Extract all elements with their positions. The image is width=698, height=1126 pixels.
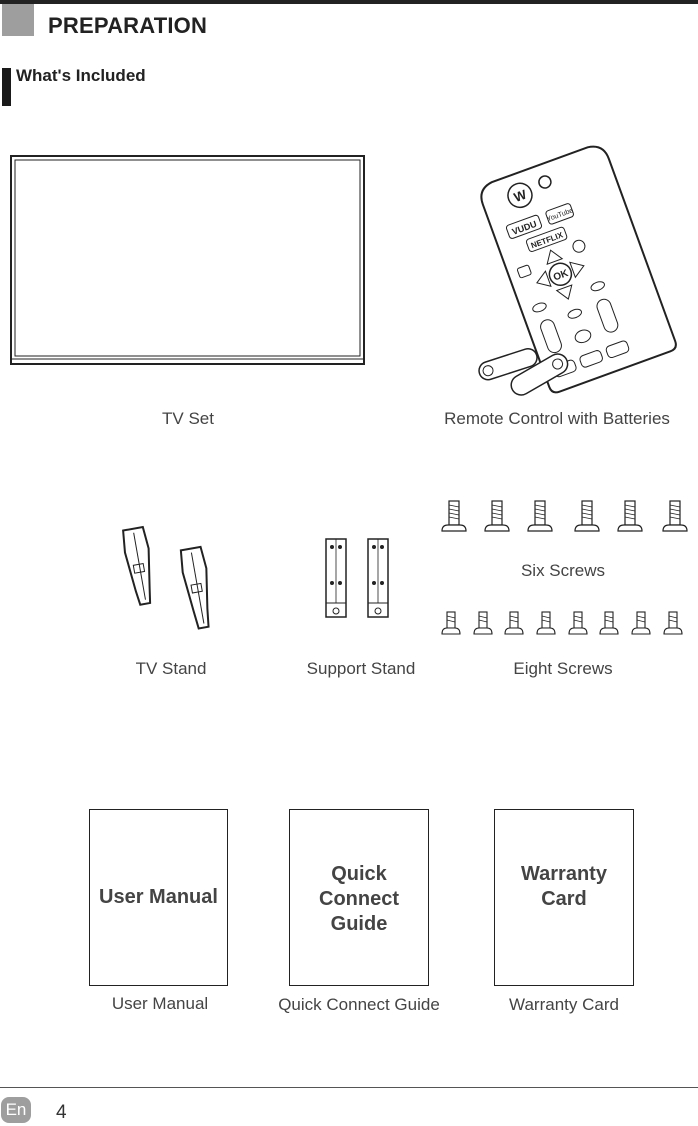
left-arrow-icon: [536, 270, 552, 287]
subsection-marker: [2, 68, 11, 106]
user-manual-booklet: User Manual: [89, 809, 228, 986]
subsection-title: What's Included: [16, 66, 146, 85]
tv-stand-illustration: [122, 525, 210, 630]
page-number: 4: [56, 1102, 67, 1123]
section-title: PREPARATION: [48, 13, 208, 38]
tv-set-illustration: [10, 155, 365, 365]
back-icon: [572, 239, 586, 253]
menu-icon: [516, 264, 532, 279]
screw-icon: [568, 611, 588, 635]
section-marker: [2, 4, 34, 36]
screw-icon: [504, 611, 524, 635]
screw-icon: [574, 500, 600, 532]
screw-icon: [599, 611, 619, 635]
volume-rocker-icon: [540, 319, 562, 354]
caption-warranty: Warranty Card: [509, 995, 619, 1014]
fast-forward-icon: [605, 340, 630, 359]
screw-icon: [536, 611, 556, 635]
up-arrow-icon: [546, 249, 564, 265]
ok-button: OK: [552, 268, 571, 284]
warranty-card-booklet: Warranty Card: [494, 809, 634, 986]
screw-icon: [473, 611, 493, 635]
down-arrow-icon: [555, 284, 573, 300]
language-badge: En: [1, 1097, 31, 1123]
remote-logo: W: [512, 186, 529, 205]
footer-rule: [0, 1087, 698, 1088]
screw-icon: [631, 611, 651, 635]
caption-quick-connect: Quick Connect Guide: [278, 995, 440, 1014]
caption-eight-screws: Eight Screws: [513, 659, 613, 678]
screw-icon: [441, 611, 461, 635]
remote-control-illustration: W VUDU YouTube NETFLIX OK: [478, 145, 677, 396]
quick-connect-cover-title: Quick Connect Guide: [319, 863, 399, 935]
right-arrow-icon: [569, 261, 585, 279]
screw-icon: [484, 500, 510, 532]
screw-icon: [617, 500, 643, 532]
six-screws-illustration: [441, 500, 688, 532]
support-stand-illustration: [325, 538, 389, 618]
screw-icon: [441, 500, 467, 532]
eight-screws-illustration: [441, 611, 683, 635]
caption-user-manual: User Manual: [111, 994, 209, 1013]
caption-support-stand: Support Stand: [306, 659, 416, 678]
w-logo-icon: [507, 182, 533, 209]
caption-tv-set: TV Set: [162, 409, 214, 428]
screw-icon: [663, 611, 683, 635]
user-manual-cover-title: User Manual: [99, 886, 218, 908]
channel-rocker-icon: [596, 298, 619, 333]
battery-icon: [478, 347, 538, 381]
caption-six-screws: Six Screws: [520, 561, 606, 580]
battery-icon: [510, 353, 569, 396]
top-rule: [0, 0, 698, 4]
power-icon: [538, 175, 552, 189]
screw-icon: [662, 500, 688, 532]
play-pause-icon: [579, 350, 603, 368]
screw-icon: [527, 500, 553, 532]
quick-connect-booklet: Quick Connect Guide: [289, 809, 429, 986]
caption-remote: Remote Control with Batteries: [444, 409, 670, 428]
warranty-card-cover-title: Warranty Card: [521, 863, 607, 910]
caption-tv-stand: TV Stand: [135, 659, 207, 678]
